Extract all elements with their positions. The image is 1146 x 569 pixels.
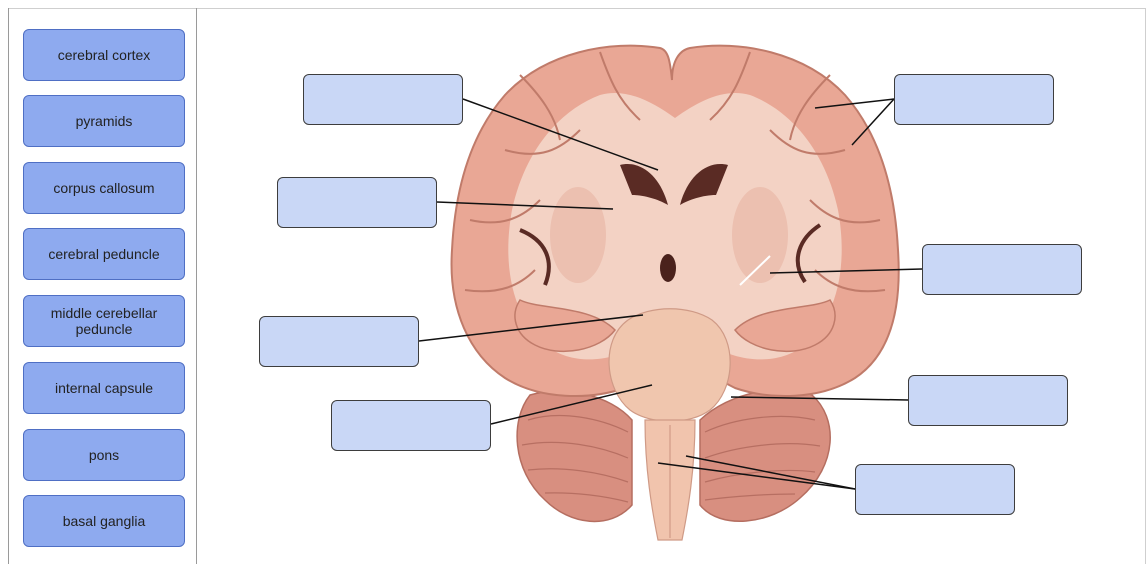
drop-zone-capsule-area[interactable] [922, 244, 1082, 295]
internal-capsule-highlight [739, 255, 771, 286]
drop-zone-pons-area[interactable] [331, 400, 491, 451]
cerebellum-folia-left [521, 414, 629, 503]
drop-zone-peduncle-area[interactable] [259, 316, 419, 367]
term-middle-cerebellar-peduncle[interactable]: middle cerebellar peduncle [23, 295, 185, 347]
term-internal-capsule[interactable]: internal capsule [23, 362, 185, 414]
basal-ganglia-right [732, 187, 788, 283]
cerebellum-folia-right [704, 415, 821, 501]
lateral-fissure-left [519, 228, 551, 286]
term-cerebral-cortex[interactable]: cerebral cortex [23, 29, 185, 81]
pons-shape [608, 308, 731, 422]
leader-lines [418, 98, 923, 490]
drop-zone-pyramids-area[interactable] [855, 464, 1015, 515]
term-corpus-callosum[interactable]: corpus callosum [23, 162, 185, 214]
sulci-left [464, 51, 641, 293]
cerebellum-left [516, 390, 633, 523]
frame-left-border [8, 8, 9, 564]
frame-top-border [8, 8, 1146, 9]
sulci-right [709, 51, 886, 293]
lateral-ventricles [620, 164, 728, 205]
white-matter [508, 92, 842, 360]
drop-zone-cortex-area[interactable] [894, 74, 1054, 125]
basal-ganglia-left [550, 187, 606, 283]
term-basal-ganglia[interactable]: basal ganglia [23, 495, 185, 547]
cerebellum-right [699, 389, 831, 522]
word-bank-divider [196, 8, 197, 564]
drop-zone-basal-area[interactable] [277, 177, 437, 228]
term-cerebral-peduncle[interactable]: cerebral peduncle [23, 228, 185, 280]
term-pyramids[interactable]: pyramids [23, 95, 185, 147]
temporal-lobe-right [734, 299, 836, 353]
third-ventricle [660, 254, 676, 282]
lateral-fissure-right [795, 223, 822, 284]
drop-zone-middle-peduncle-area[interactable] [908, 375, 1068, 426]
drop-zone-corpus-area[interactable] [303, 74, 463, 125]
term-pons[interactable]: pons [23, 429, 185, 481]
